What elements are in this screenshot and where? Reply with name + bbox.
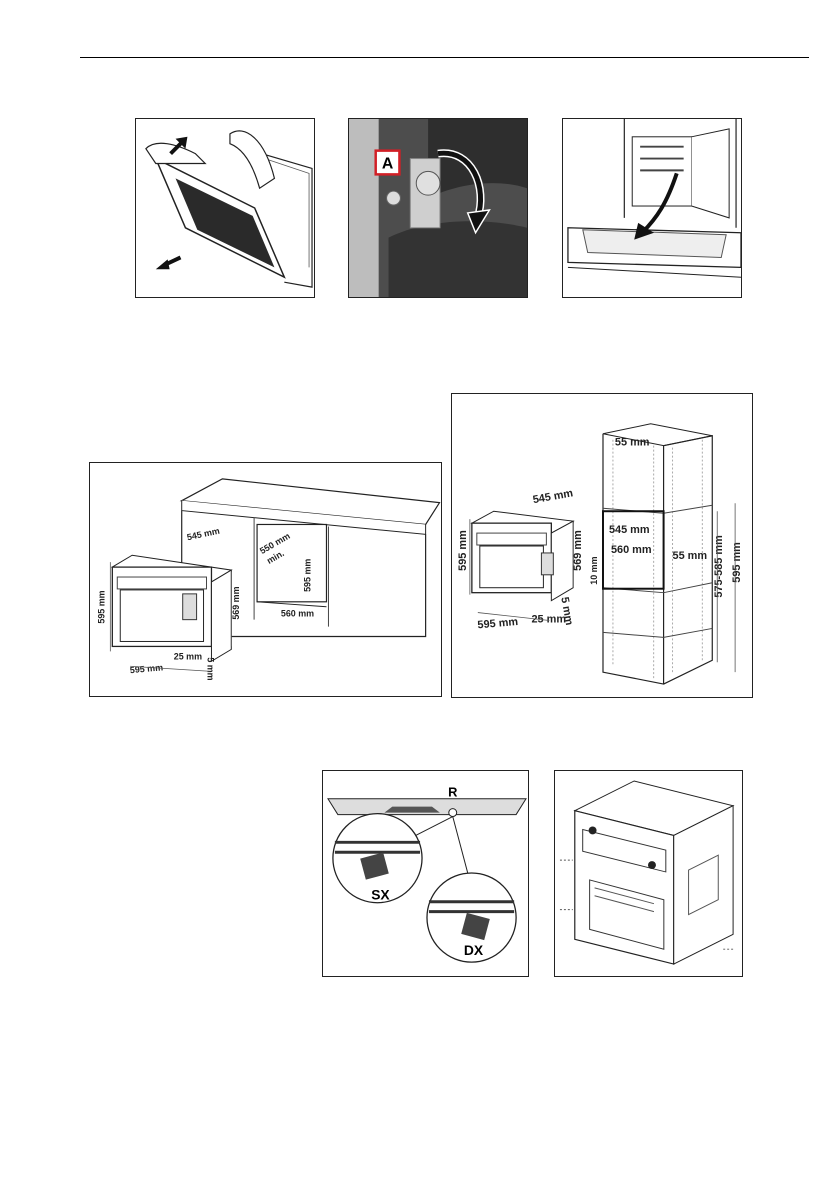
- dim-545-depth: 545 mm: [532, 487, 574, 506]
- label-dx: DX: [464, 942, 484, 958]
- under-counter-diagram: 545 mm 550 mm min. 595 mm 560 mm 595 mm …: [96, 478, 441, 681]
- label-r: R: [448, 785, 458, 800]
- door-removal-step-3: [562, 118, 742, 298]
- hinge-lever-illustration: A: [349, 119, 527, 297]
- oven-perspective-illustration: [559, 780, 736, 965]
- dim-25: 25 mm: [174, 651, 202, 661]
- dim-569: 569 mm: [231, 586, 241, 619]
- door-removal-step-2: A: [348, 118, 528, 298]
- oven-fixing-view: [554, 770, 743, 977]
- tall-column-diagram: 55 mm 545 mm 595 mm 545 mm 560 mm 10 mm …: [457, 423, 743, 685]
- dim-569: 569 mm: [572, 530, 584, 571]
- dim-595-oven: 595 mm: [457, 530, 469, 571]
- dim-25: 25 mm: [531, 613, 566, 625]
- dim-595-column: 595 mm: [731, 542, 743, 583]
- header-rule: [80, 57, 809, 58]
- dim-595-height: 595 mm: [96, 590, 106, 623]
- dim-10: 10 mm: [589, 556, 599, 584]
- dim-5: 5 mm: [558, 596, 575, 626]
- dim-560: 560 mm: [281, 609, 314, 619]
- door-removal-step-1: [135, 118, 315, 298]
- label-a-box: [374, 149, 401, 176]
- rotate-arrow-icon: [466, 209, 491, 235]
- door-lift-illustration: [145, 130, 313, 288]
- dim-575-585: 575-585 mm: [713, 535, 725, 598]
- installation-under-counter: 545 mm 550 mm min. 595 mm 560 mm 595 mm …: [89, 462, 442, 697]
- dim-545-niche: 545 mm: [609, 524, 650, 536]
- dim-595-niche: 595 mm: [303, 559, 313, 592]
- installation-tall-column: 55 mm 545 mm 595 mm 545 mm 560 mm 10 mm …: [451, 393, 753, 698]
- dim-595-width: 595 mm: [477, 616, 519, 632]
- rack-detail-illustration: R SX DX: [327, 785, 527, 963]
- door-open-illustration: [567, 119, 741, 278]
- rack-detail: R SX DX: [322, 770, 529, 977]
- dim-55-side: 55 mm: [673, 550, 708, 562]
- down-arrow-icon: [634, 222, 654, 240]
- label-a: A: [382, 155, 393, 172]
- up-arrow-icon: [175, 136, 188, 149]
- label-sx: SX: [371, 887, 390, 903]
- dim-560: 560 mm: [611, 544, 652, 556]
- dim-5: 5 mm: [205, 657, 215, 680]
- dim-595-width: 595 mm: [129, 662, 163, 675]
- dim-55-top: 55 mm: [615, 437, 650, 449]
- dim-545: 545 mm: [186, 526, 221, 543]
- left-arrow-icon: [155, 259, 170, 270]
